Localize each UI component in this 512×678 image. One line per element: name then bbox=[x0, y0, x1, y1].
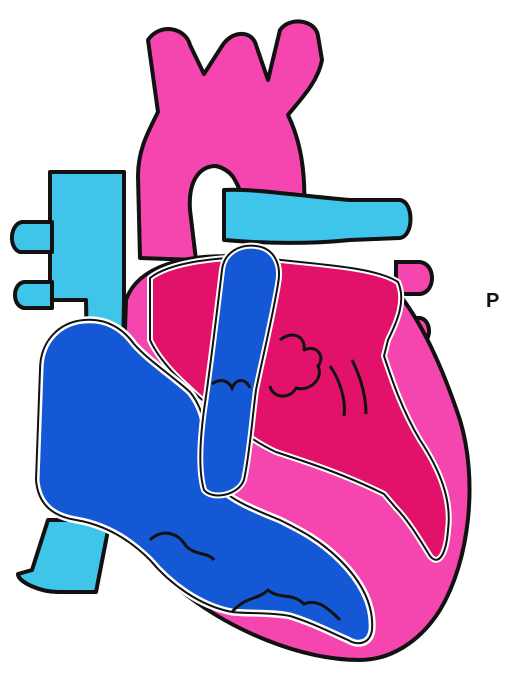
vena-cava-branch-upper bbox=[12, 222, 52, 252]
pulmonary-artery bbox=[224, 190, 411, 243]
vena-cava-branch-lower bbox=[15, 282, 52, 308]
inferior-vena-cava bbox=[18, 520, 110, 592]
cut-off-label: P bbox=[486, 290, 499, 313]
